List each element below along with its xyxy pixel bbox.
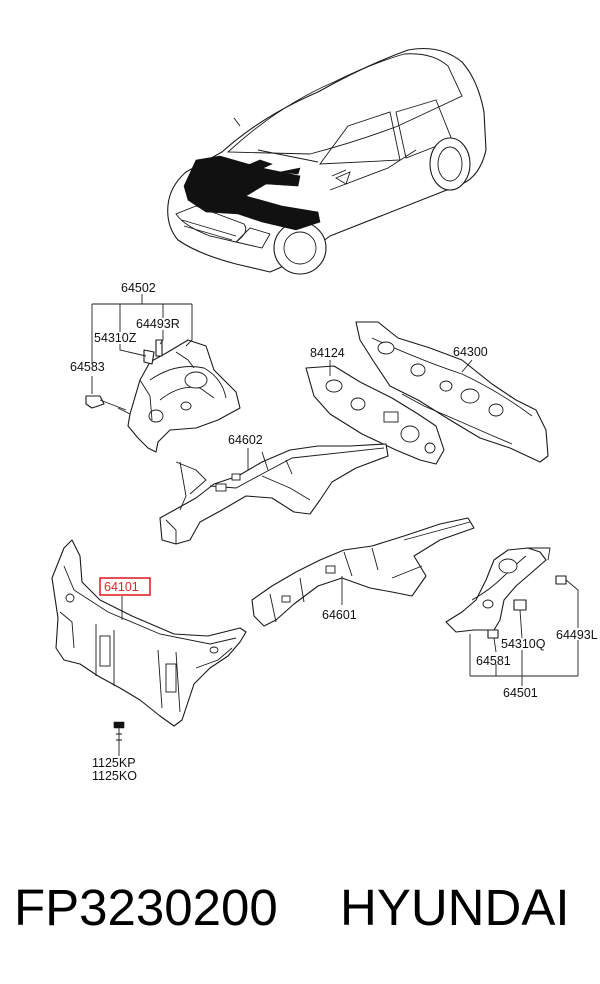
label-64601: 64601: [322, 608, 357, 622]
label-64583: 64583: [70, 360, 105, 374]
label-64493L: 64493L: [556, 628, 598, 642]
car-illustration: [167, 47, 487, 275]
label-64300: 64300: [453, 345, 488, 359]
label-54310Q: 54310Q: [501, 637, 546, 651]
fender-apron-lh: [445, 547, 567, 639]
label-54310Z: 54310Z: [94, 331, 137, 345]
label-1125KO: 1125KO: [92, 769, 137, 783]
label-64581: 64581: [476, 654, 511, 668]
radiator-support-carrier: [51, 539, 247, 746]
part-labels: 64502 54310Z 64493R 64583 84124 64300 64…: [70, 281, 598, 783]
side-member-lh: [251, 517, 475, 627]
dash-insulator: [305, 365, 445, 465]
dash-panel: [355, 321, 549, 463]
fender-apron-rh: [85, 339, 241, 453]
label-64101[interactable]: 64101: [104, 580, 139, 594]
label-64602: 64602: [228, 433, 263, 447]
label-64502: 64502: [121, 281, 156, 295]
label-84124: 84124: [310, 346, 345, 360]
label-64501: 64501: [503, 686, 538, 700]
part-number: FP3230200: [14, 879, 278, 936]
leader-lines: [91, 294, 579, 756]
label-1125KP: 1125KP: [92, 756, 136, 770]
highlight-box-64101: [99, 577, 151, 596]
label-64493R: 64493R: [136, 317, 180, 331]
brand-name: HYUNDAI: [340, 879, 570, 936]
side-member-rh: [159, 443, 389, 545]
caption-bar: FP3230200 HYUNDAI: [0, 868, 600, 958]
